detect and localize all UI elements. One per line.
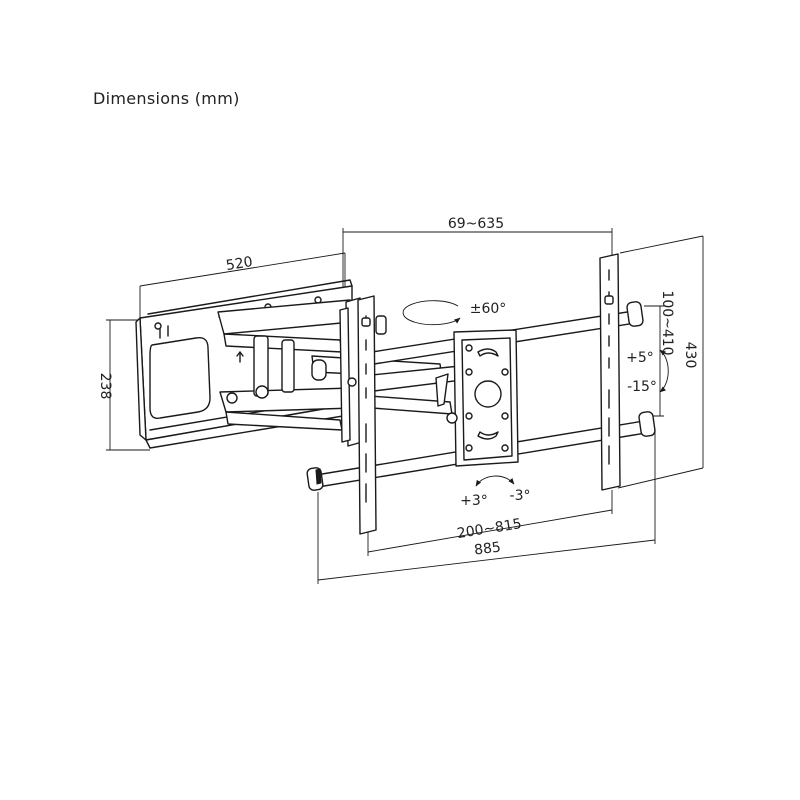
dim-line-bracket-height	[619, 235, 704, 254]
bracket-height-label: 430	[682, 342, 698, 369]
dimension-lines	[106, 228, 704, 584]
swivel-label: ±60°	[470, 301, 507, 317]
tilt-up-label: +5°	[626, 350, 654, 366]
vesa-vertical-label: 100~410	[659, 290, 675, 355]
total-width-label: 885	[473, 539, 501, 558]
rotation-arrows	[402, 300, 669, 487]
dim-line-vesa-horizontal	[367, 509, 613, 553]
dim-line-total-width	[317, 539, 656, 581]
wall-width-label: 520	[225, 254, 254, 274]
level-plus-label: +3°	[460, 493, 488, 509]
extension-label: 69~635	[448, 216, 504, 232]
level-minus-label: -3°	[510, 488, 531, 504]
dim-line-wall-width	[139, 252, 346, 287]
swivel-arrow	[402, 300, 461, 326]
tv-bracket-left	[357, 295, 387, 535]
tilt-down-label: -15°	[627, 379, 657, 395]
tilt-arrow	[659, 349, 669, 393]
page-title: Dimensions (mm)	[93, 89, 240, 108]
wall-height-label: 238	[97, 373, 113, 400]
vesa-horizontal-label: 200~815	[456, 516, 523, 542]
tv-bracket-right	[599, 253, 621, 491]
level-arrow	[475, 475, 515, 487]
center-tilt-plate	[446, 329, 519, 467]
